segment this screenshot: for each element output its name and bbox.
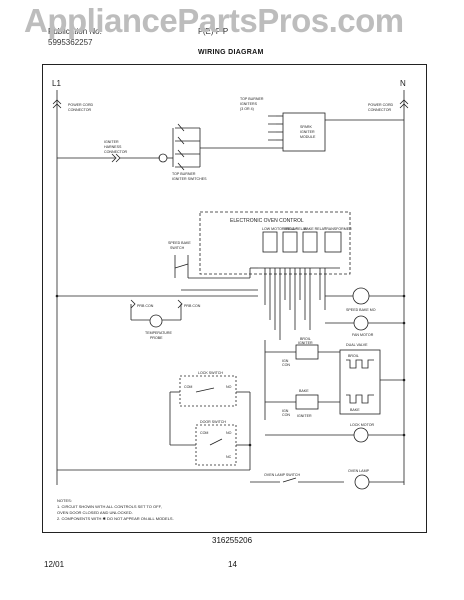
- door-no-label: NO: [226, 431, 232, 435]
- ign-con-broil-1: IGN: [282, 359, 289, 363]
- model-number: F(E) F P: [198, 27, 229, 36]
- relay-label-4: TRANSFORMER: [324, 227, 352, 231]
- broil-igniter-2: IGNITER: [298, 341, 313, 345]
- oven-lamp-label: OVEN LAMP: [348, 469, 370, 473]
- part-number: 316255206: [212, 536, 253, 545]
- lock-motor-label: LOCK MOTOR: [350, 423, 374, 427]
- igniter-harness-1: IGNITER: [104, 140, 119, 144]
- igniter-harness-3: CONNECTOR: [104, 150, 127, 154]
- igniter-harness-2: HARNESS: [104, 145, 122, 149]
- diagram-title: WIRING DIAGRAM: [198, 49, 264, 56]
- publication-number: 5995362257: [48, 38, 93, 47]
- electronic-oven-control-label: ELECTRONIC OVEN CONTROL: [230, 218, 304, 224]
- note-line-2: OVEN DOOR CLOSED AND UNLOCKED.: [57, 510, 133, 515]
- temp-probe-2: PROBE: [150, 336, 163, 340]
- spark-module-1: SPARK: [300, 125, 313, 129]
- speed-bake-switch-2: SWITCH: [170, 246, 185, 250]
- speed-bake-mo-label: SPEED BAKE MO: [346, 308, 376, 312]
- watermark: AppliancePartsPros.com: [24, 2, 404, 39]
- top-burner-igniters-1: TOP BURNER: [240, 97, 264, 101]
- power-cord-right-2: CONNECTOR: [368, 108, 391, 112]
- top-burner-igniters-2: IGNITERS: [240, 102, 258, 106]
- n-label: N: [400, 79, 406, 88]
- bake-valve-label: BAKE: [350, 408, 360, 412]
- notes-heading: NOTES:: [57, 498, 72, 503]
- spark-module-2: IGNITER: [300, 130, 315, 134]
- door-com-label: COM: [200, 431, 208, 435]
- broil-valve-label: BROIL: [348, 354, 359, 358]
- ign-con-bake-2: CON: [282, 413, 290, 417]
- top-burner-switches-2: IGNITER SWITCHES: [172, 177, 207, 181]
- door-nc-label: NC: [226, 455, 232, 459]
- note-line-1: 1. CIRCUIT SHOWN WITH ALL CONTROLS SET T…: [57, 504, 162, 509]
- ign-con-bake-1: IGN: [282, 409, 289, 413]
- lock-switch-label: LOCK SWITCH: [198, 371, 223, 375]
- door-switch-label: DOOR SWITCH: [200, 420, 226, 424]
- lock-com-label: COM: [184, 385, 192, 389]
- l1-label: L1: [52, 79, 61, 88]
- relay-label-2: BROIL RELAY: [284, 227, 308, 231]
- bake-igniter-2: IGNITER: [297, 414, 312, 418]
- oven-lamp-switch-label: OVEN LAMP SWITCH: [264, 473, 300, 477]
- power-cord-left-2: CONNECTOR: [68, 108, 91, 112]
- note-line-3: 2. COMPONENTS WITH ✱ DO NOT APPEAR ON AL…: [57, 516, 174, 521]
- footer-date: 12/01: [44, 560, 65, 569]
- spark-module-3: MODULE: [300, 135, 316, 139]
- temp-probe-1: TEMPERATURE: [145, 331, 172, 335]
- probe-con-right: PRB CON: [184, 304, 201, 308]
- publication-label: Publication No.: [48, 27, 102, 36]
- notes: NOTES: 1. CIRCUIT SHOWN WITH ALL CONTROL…: [57, 498, 174, 522]
- relay-label-1: LOW MOTOR RELAY: [262, 227, 298, 231]
- ign-con-broil-2: CON: [282, 363, 290, 367]
- relay-label-3: BAKE RELAY: [304, 227, 327, 231]
- broil-igniter-1: BROIL: [300, 337, 311, 341]
- dual-valve-label: DUAL VALVE: [346, 343, 368, 347]
- top-burner-igniters-3: (3 OR 4): [240, 107, 254, 111]
- page-number: 14: [228, 560, 237, 569]
- top-burner-switches-1: TOP BURNER: [172, 172, 196, 176]
- lock-no-label: NO: [226, 385, 232, 389]
- diagram-frame: [42, 64, 427, 533]
- power-cord-right-1: POWER CORD: [368, 103, 394, 107]
- bake-igniter-1: BAKE: [299, 389, 309, 393]
- power-cord-left-1: POWER CORD: [68, 103, 94, 107]
- fan-motor-label: FAN MOTOR: [352, 333, 374, 337]
- probe-con-left: PRB CON: [137, 304, 154, 308]
- speed-bake-switch-1: SPEED BAKE: [168, 241, 191, 245]
